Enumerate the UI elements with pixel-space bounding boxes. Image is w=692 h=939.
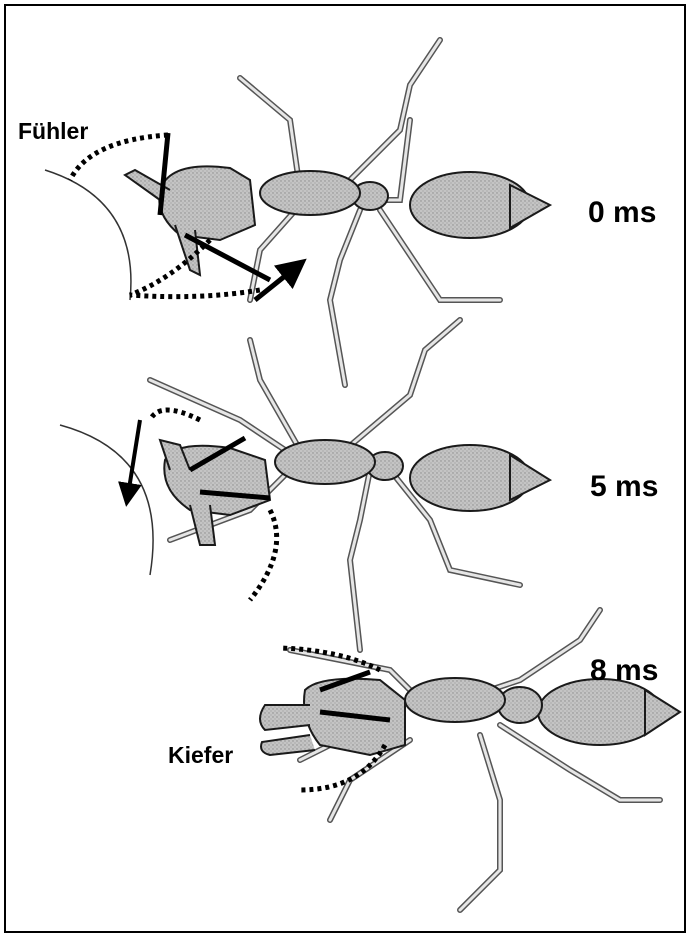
antenna-label: Fühler [18, 118, 88, 145]
time-label-5ms: 5 ms [590, 470, 658, 504]
time-label-0ms: 0 ms [588, 196, 656, 230]
prey-surface [60, 425, 153, 575]
ant-stage-5ms [60, 320, 550, 650]
ant-stage-0ms [45, 40, 550, 385]
prey-surface [45, 170, 131, 300]
time-label-8ms: 8 ms [590, 654, 658, 688]
jaw-label: Kiefer [168, 742, 233, 769]
